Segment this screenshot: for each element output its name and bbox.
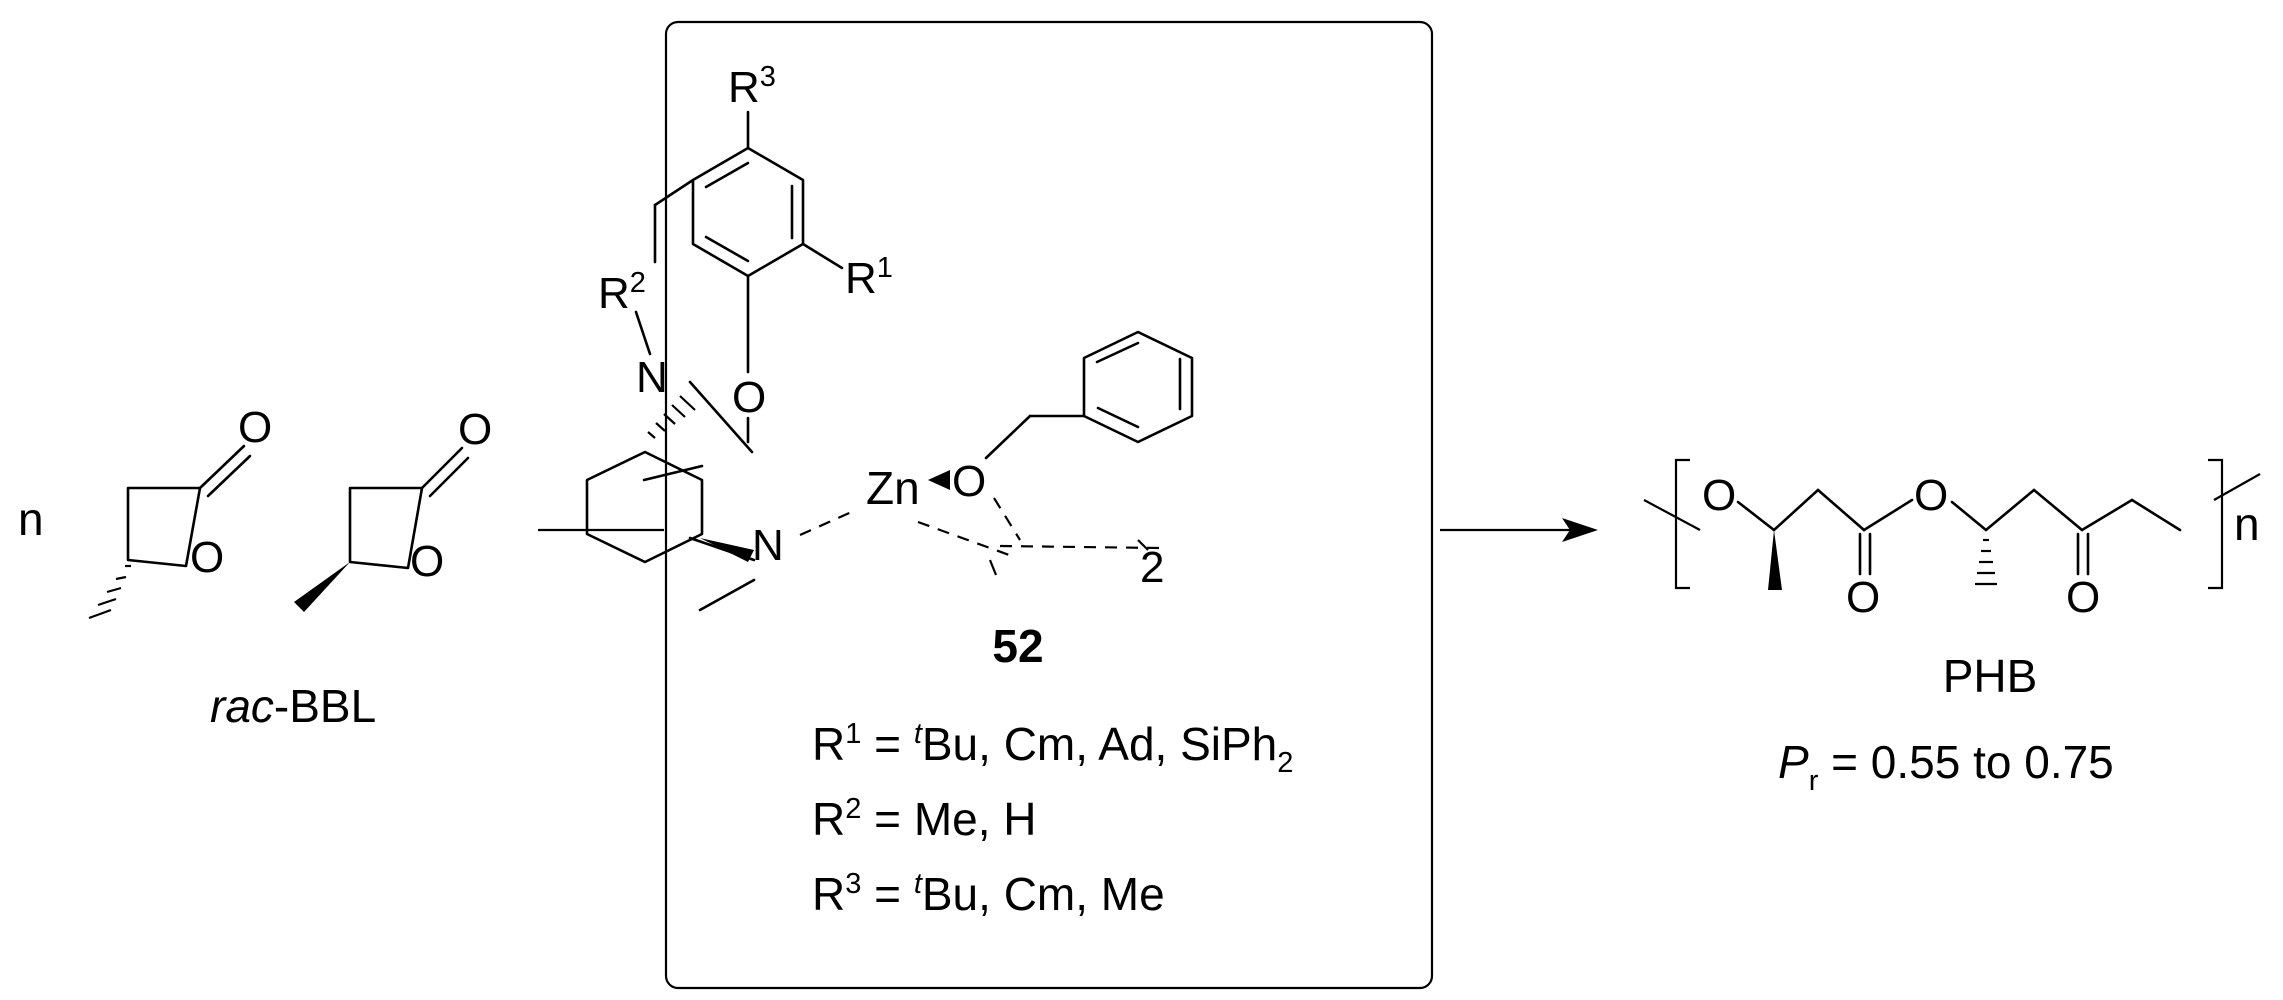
right-bracket [2208, 458, 2224, 590]
substituent-r1: R1 = tBu, Cm, Ad, SiPh2 [812, 718, 1293, 779]
zinc-atom: Zn [866, 462, 920, 514]
reactant-rac-bbl: n O O O O rac-BBL [18, 403, 492, 732]
repeat-subscript: n [2234, 498, 2260, 550]
bbl-monomer-wedged: O O [294, 405, 492, 612]
substituent-r3: R3 = tBu, Cm, Me [812, 868, 1165, 920]
carbonyl-oxygen-1: O [238, 403, 272, 452]
reaction-arrow [1440, 518, 1598, 542]
substituent-list: R1 = tBu, Cm, Ad, SiPh2 R2 = Me, H R3 = … [812, 718, 1293, 920]
ring-oxygen-2: O [410, 537, 444, 586]
benzyl-phenyl-ring [1082, 330, 1194, 444]
product-phb: n O O O O PHB Pr = 0.55 to 0.75 [1643, 458, 2261, 797]
ester-oxygen-2: O [1914, 471, 1948, 520]
reactant-multiplier: n [18, 493, 44, 545]
phenolate-ring [653, 110, 844, 374]
bold-wedge-bond [294, 562, 350, 612]
reactant-name: rac-BBL [210, 680, 376, 732]
substituent-r2: R2 = Me, H [812, 793, 1037, 845]
amine-nitrogen-lower: N [752, 521, 784, 570]
hashed-wedge-product [1975, 538, 1997, 586]
bold-wedge-product [1768, 530, 1782, 590]
ester-oxygen-1: O [1702, 471, 1736, 520]
catalyst-label: 52 [992, 620, 1043, 672]
catalyst-box: R3 R1 R2 N O N Zn O [585, 20, 1434, 990]
amine-nitrogen-upper: N [636, 353, 668, 402]
phenolate-oxygen: O [732, 373, 766, 422]
tacticity-value: Pr = 0.55 to 0.75 [1778, 736, 2114, 797]
cyclohexane-ring [585, 450, 704, 564]
left-bracket [1674, 458, 1690, 590]
catalyst-frame [664, 20, 1434, 990]
carbonyl-oxygen-2: O [458, 405, 492, 454]
product-name: PHB [1943, 650, 2038, 702]
alkoxide-oxygen: O [952, 457, 986, 506]
carbonyl-oxygen-p2: O [2066, 573, 2100, 622]
hashed-wedge-upper [647, 395, 696, 439]
ring-oxygen-1: O [190, 533, 224, 582]
r2-label: R2 [598, 267, 646, 318]
zn-o-wedge [928, 470, 950, 490]
hashed-wedge-bond [88, 564, 131, 620]
r3-label: R3 [728, 61, 776, 112]
dimer-subscript: 2 [1140, 543, 1164, 592]
carbonyl-oxygen-p1: O [1846, 573, 1880, 622]
bbl-monomer-hashed: O O [88, 403, 272, 620]
r1-label: R1 [845, 252, 893, 303]
